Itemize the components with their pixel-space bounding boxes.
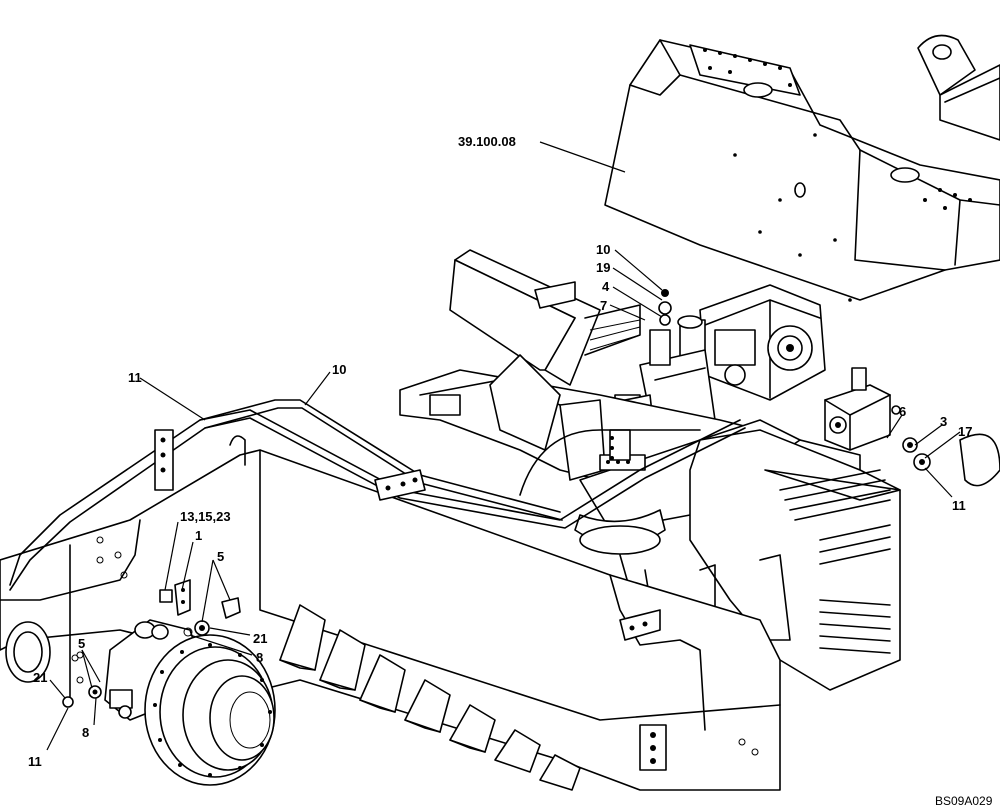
callout-10-top: 10 [596, 242, 610, 257]
callout-7: 7 [600, 298, 607, 313]
callout-11-hose: 11 [128, 370, 142, 385]
hose-clamps [154, 429, 667, 771]
callout-4: 4 [602, 279, 610, 294]
callout-11-lower: 11 [28, 754, 42, 769]
callout-11-right: 11 [952, 498, 966, 513]
frame-holes [703, 48, 972, 302]
mount-bracket [449, 249, 641, 386]
callout-8-upper: 8 [256, 650, 263, 665]
guide-5 [449, 704, 496, 753]
callout-8-lower: 8 [82, 725, 89, 740]
guide-2 [319, 629, 366, 691]
callout-17: 17 [958, 424, 972, 439]
callout-assembly-ref: 39.100.08 [458, 134, 516, 149]
fittings-lower [62, 579, 241, 708]
track-frame [0, 449, 781, 791]
callout-3: 3 [940, 414, 947, 429]
callout-6: 6 [899, 404, 906, 419]
callout-5-lower: 5 [78, 636, 85, 651]
hub-bolts [153, 643, 272, 777]
louvre-slats [779, 469, 891, 654]
callout-13-15-23: 13,15,23 [180, 509, 231, 524]
guide-6 [494, 729, 541, 773]
callout-19: 19 [596, 260, 610, 275]
upper-frame [604, 34, 1000, 302]
callout-21-lower: 21 [33, 670, 47, 685]
callout-10-hose: 10 [332, 362, 346, 377]
callout-labels: 39.100.08 10 19 4 7 6 3 17 11 11 10 13,1… [28, 134, 972, 769]
guide-7 [539, 754, 581, 791]
hoses [9, 399, 746, 701]
travel-motor [104, 619, 276, 786]
callout-21-upper: 21 [253, 631, 267, 646]
guide-4 [404, 679, 451, 733]
guide-1 [279, 604, 326, 671]
side-cover [689, 429, 901, 691]
leader-lines [46, 141, 961, 751]
track-guides [279, 604, 581, 791]
valve-block-right [824, 367, 1000, 487]
guide-3 [359, 654, 406, 713]
callout-5-upper: 5 [217, 549, 224, 564]
drawing-code: BS09A029 [935, 794, 993, 808]
callout-1: 1 [195, 528, 202, 543]
